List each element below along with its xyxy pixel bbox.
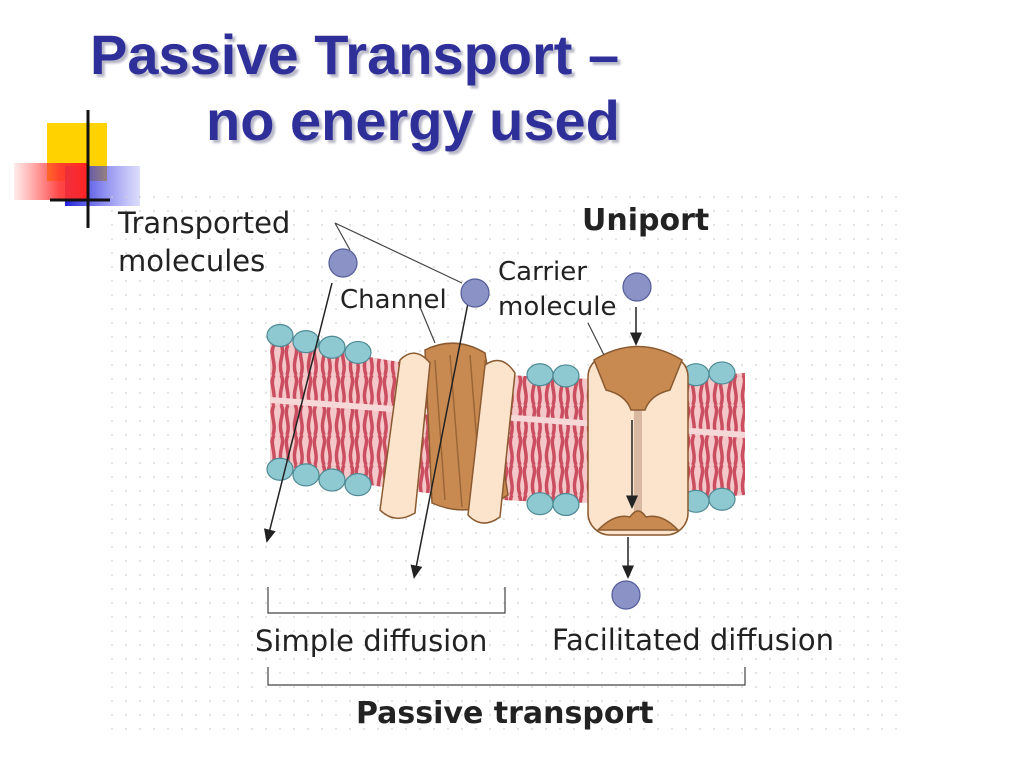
lipid-head xyxy=(266,457,294,481)
molecule-4 xyxy=(611,580,641,610)
carrier-bottom-lobe xyxy=(596,510,680,531)
molecule-2 xyxy=(460,278,490,308)
lipid-head xyxy=(344,473,372,497)
label-transported-line1: Transported xyxy=(117,206,290,240)
lipid-heads-top xyxy=(266,323,736,388)
carrier-protein xyxy=(587,345,689,536)
lipid-head xyxy=(708,361,736,385)
carrier-leader-line xyxy=(587,322,605,356)
lipid-head xyxy=(266,323,294,348)
lipid-head xyxy=(292,330,320,354)
label-channel: Channel xyxy=(340,285,447,315)
lipid-head xyxy=(318,335,346,359)
lipid-head xyxy=(318,468,346,492)
label-simple-diffusion: Simple diffusion xyxy=(255,624,487,658)
corner-decoration xyxy=(14,110,140,228)
label-transported-line2: molecules xyxy=(118,244,265,278)
label-facilitated-diffusion: Facilitated diffusion xyxy=(552,623,834,657)
title-line-2: no energy used xyxy=(206,89,620,152)
lipid-head xyxy=(526,492,554,516)
label-carrier-line2: molecule xyxy=(498,292,616,322)
simple-diffusion-bracket xyxy=(267,587,506,614)
lipid-head xyxy=(292,463,320,487)
deco-red-bar xyxy=(14,163,89,200)
slide-title: Passive Transport – no energy used xyxy=(90,22,620,154)
channel-right-subunit xyxy=(467,359,516,524)
transported-leader-lines xyxy=(334,222,463,284)
membrane-transport-diagram: Transported molecules Uniport Carrier mo… xyxy=(110,195,900,740)
lipid-head xyxy=(552,364,580,388)
label-carrier-line1: Carrier xyxy=(498,257,587,287)
lipid-head xyxy=(708,487,736,511)
lipid-head xyxy=(526,363,554,387)
lipid-head xyxy=(344,340,372,365)
channel-arrow xyxy=(410,302,469,579)
title-line-1: Passive Transport – xyxy=(90,23,620,86)
label-passive-transport: Passive transport xyxy=(356,696,654,731)
label-uniport: Uniport xyxy=(582,203,709,238)
channel-left-subunit xyxy=(379,352,431,519)
simple-diffusion-arrow xyxy=(264,282,333,543)
molecule-3 xyxy=(622,272,652,302)
carrier-top-lobe xyxy=(593,345,683,411)
passive-transport-bracket xyxy=(267,667,746,686)
channel-protein xyxy=(379,342,516,524)
lipid-head xyxy=(552,492,580,517)
channel-leader-line xyxy=(419,306,436,344)
molecule-1 xyxy=(328,248,358,278)
